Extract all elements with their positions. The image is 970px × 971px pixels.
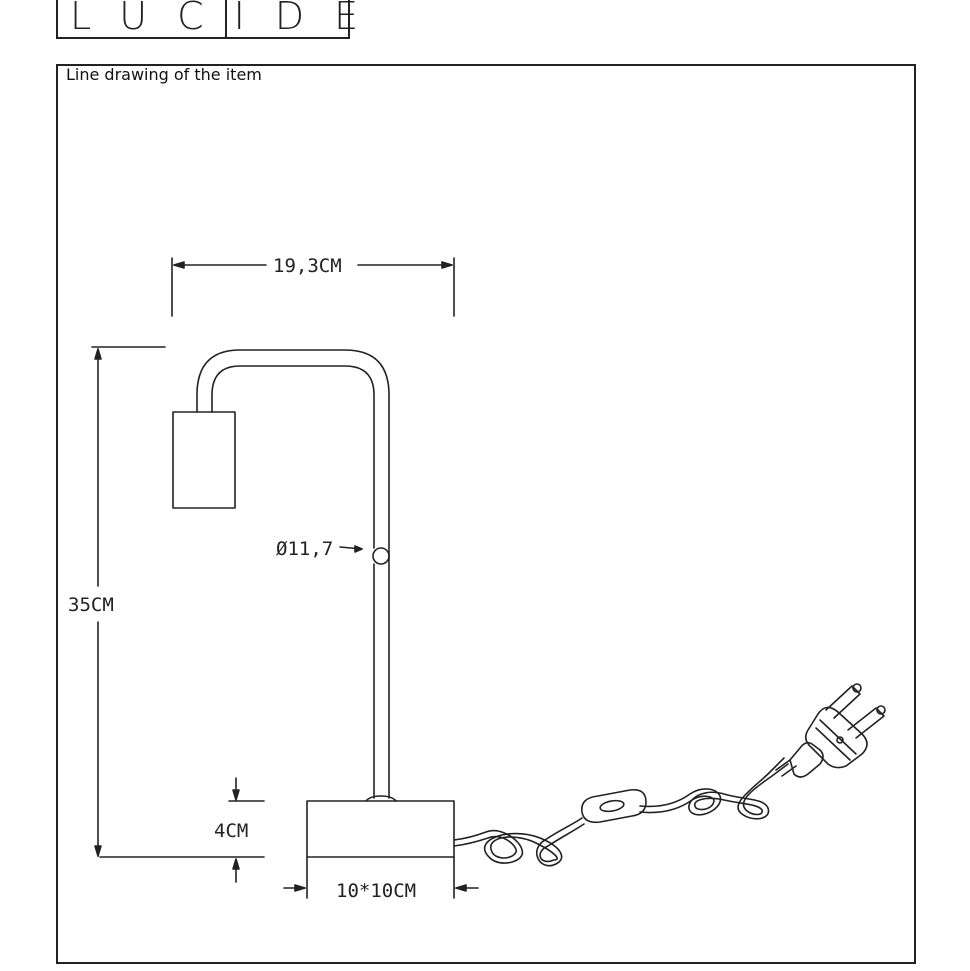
power-cord [453, 757, 789, 867]
height-label: 35CM [68, 594, 114, 616]
lucide-logo: LUCIDE [56, 0, 358, 40]
drawing-caption: Line drawing of the item [66, 65, 262, 84]
base-height-label: 4CM [214, 820, 248, 842]
lamp-holder [172, 411, 236, 509]
height-dimension-line [91, 346, 166, 857]
width-label: 19,3CM [273, 255, 342, 277]
drawing-frame [56, 64, 916, 964]
diameter-label: Ø11,7 [276, 538, 333, 560]
power-plug [775, 683, 886, 778]
width-dimension-line [171, 257, 455, 317]
lamp-base [306, 795, 455, 858]
lamp-arm [196, 349, 390, 799]
cord-switch [581, 788, 647, 824]
base-height-dimension [99, 777, 265, 883]
base-size-label: 10*10CM [336, 880, 416, 902]
diameter-callout [339, 545, 390, 565]
logo-frame [56, 0, 350, 39]
logo-divider [225, 0, 227, 39]
logo-text: LUCIDE [70, 0, 389, 38]
base-width-dimension [283, 856, 479, 899]
